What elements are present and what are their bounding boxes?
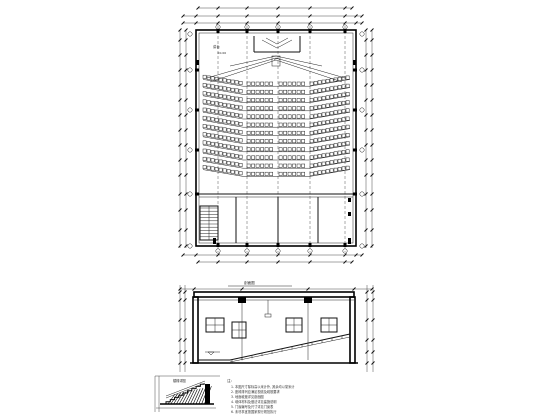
- stair-detail: 楼梯详图: [154, 375, 220, 412]
- plan-stair: [199, 205, 219, 241]
- plan-inner-wall: [198, 32, 354, 244]
- lobby: [199, 193, 353, 243]
- plan-outer-wall: [195, 29, 357, 247]
- seating-area: [202, 74, 351, 177]
- notes-line-5: 5. 门窗编号及尺寸详见门窗表: [231, 404, 274, 409]
- podium-area: 讲台 ±0.00: [213, 36, 301, 67]
- notes-block: 注: 1. 本图尺寸除标高以米计外, 其余均以毫米计 2. 座椅排列应满足视线及…: [227, 378, 295, 414]
- podium-sublabel: ±0.00: [217, 51, 226, 55]
- plan-columns: [195, 29, 357, 247]
- plan-left-dimensions: [178, 28, 193, 249]
- plan-right-dimensions: [359, 28, 374, 249]
- plan-top-dimensions: [181, 6, 364, 30]
- notes-line-2: 2. 座椅排列应满足视线及疏散要求: [231, 389, 280, 394]
- sight-lines: [206, 55, 346, 83]
- notes-line-6: 6. 未尽事宜按国家现行规范执行: [231, 409, 277, 414]
- section-windows: [205, 317, 338, 339]
- plan-bottom-dimensions: [181, 248, 364, 264]
- section-view: 剖面图: [178, 280, 375, 372]
- stair-detail-title: 楼梯详图: [173, 378, 186, 383]
- notes-heading: 注:: [227, 378, 232, 383]
- notes-line-1: 1. 本图尺寸除标高以米计外, 其余均以毫米计: [231, 384, 295, 389]
- floor-plan: 讲台 ±0.00: [178, 6, 374, 264]
- section-title: 剖面图: [244, 280, 255, 285]
- podium-label: 讲台: [213, 44, 220, 49]
- notes-line-3: 3. 地面坡度详见剖面图: [231, 394, 264, 399]
- plan-grid-axes: [217, 26, 346, 252]
- notes-line-4: 4. 墙体材料及做法详见建施说明: [231, 399, 277, 404]
- wall-markers: [196, 60, 356, 244]
